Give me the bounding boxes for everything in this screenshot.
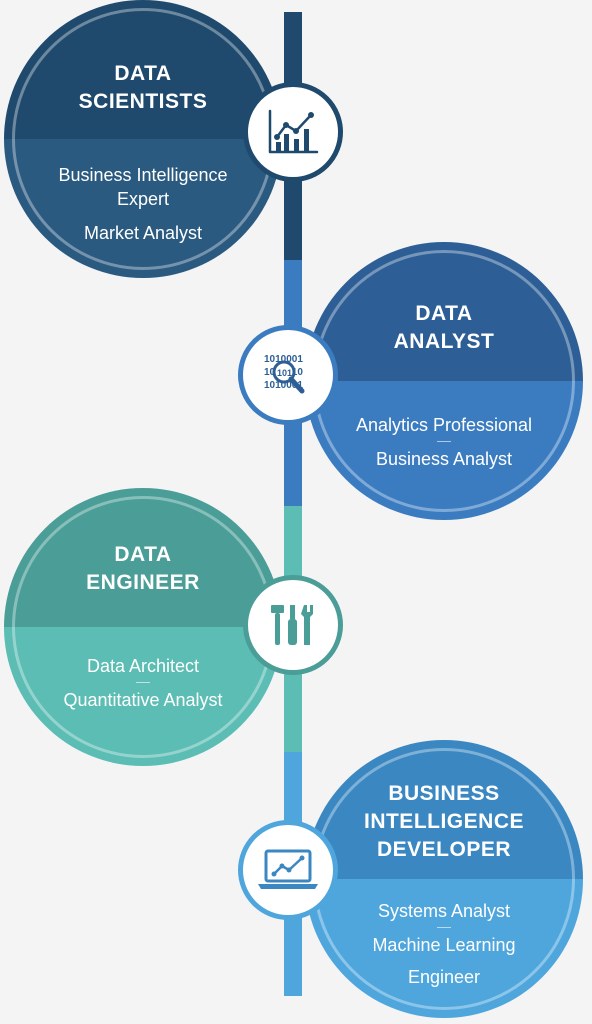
role-item: Expert <box>116 189 170 209</box>
role-item: Systems Analyst <box>377 901 511 921</box>
role-item: Business Intelligence <box>58 165 228 185</box>
card-data-analyst: DATA ANALYST Analytics Professional Busi… <box>305 242 583 520</box>
card-roles: Analytics Professional Business Analyst <box>305 413 583 471</box>
role-item: Analytics Professional <box>355 415 533 435</box>
tools-icon <box>271 605 313 645</box>
card-roles: Data Architect Quantitative Analyst <box>4 654 282 712</box>
card-title: DATA ANALYST <box>393 302 495 353</box>
node-data-analyst: 1010001 1001010 1010001 101 <box>238 325 338 425</box>
card-title: BUSINESS INTELLIGENCE DEVELOPER <box>363 782 524 861</box>
role-item: Engineer <box>407 967 481 987</box>
node-data-scientists <box>243 82 343 182</box>
card-title: DATA SCIENTISTS <box>78 62 208 113</box>
card-title: DATA ENGINEER <box>86 543 200 594</box>
role-item: Machine Learning <box>372 935 516 955</box>
card-bi-developer: BUSINESS INTELLIGENCE DEVELOPER Systems … <box>305 740 583 1018</box>
node-bi-developer <box>238 820 338 920</box>
role-item: Business Analyst <box>375 449 513 469</box>
role-item: Market Analyst <box>83 223 203 243</box>
card-roles: Systems Analyst Machine Learning Enginee… <box>305 899 583 989</box>
bar-chart-icon <box>268 109 319 154</box>
card-roles: Business Intelligence Expert Market Anal… <box>4 163 282 245</box>
svg-text:101: 101 <box>277 368 292 378</box>
svg-text:1010001: 1010001 <box>264 380 303 391</box>
card-data-engineer: DATA ENGINEER Data Architect Quantitativ… <box>4 488 282 766</box>
role-item: Quantitative Analyst <box>63 690 223 710</box>
card-data-scientists: DATA SCIENTISTS Business Intelligence Ex… <box>4 0 282 278</box>
role-item: Data Architect <box>86 656 200 676</box>
laptop-chart-icon <box>258 849 318 889</box>
svg-text:1010001: 1010001 <box>264 354 303 365</box>
node-data-engineer <box>243 575 343 675</box>
binary-search-icon: 1010001 1001010 1010001 101 <box>264 354 305 394</box>
